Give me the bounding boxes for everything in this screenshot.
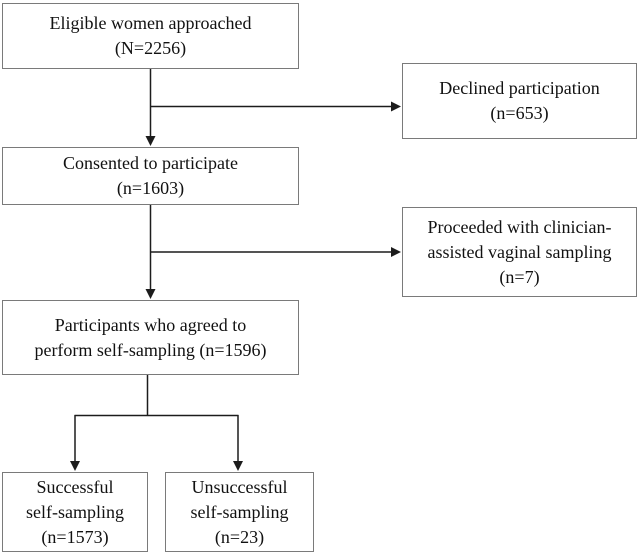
box-successful-self-sampling: Successful self-sampling (n=1573) xyxy=(2,472,148,552)
box-text-line: Successful xyxy=(36,476,114,497)
box-text-line: Declined participation xyxy=(439,78,600,98)
arrowhead-into-consented xyxy=(145,136,156,146)
arrowhead-into-unsuccessful xyxy=(233,461,243,471)
box-eligible-women-approached: Eligible women approached (N=2256) xyxy=(2,3,299,69)
box-text-line: Proceeded with clinician- xyxy=(427,216,612,237)
box-text-line: Consented to participate xyxy=(63,153,238,173)
arrowhead-into-declined xyxy=(391,101,401,112)
box-declined-participation: Declined participation (n=653) xyxy=(402,63,637,139)
box-text-line: (n=1573) xyxy=(41,526,109,547)
box-text-line: (n=23) xyxy=(214,526,265,547)
box-text-line: Unsuccessful xyxy=(191,476,288,497)
box-text-line: self-sampling xyxy=(190,501,289,522)
box-text-line: self-sampling xyxy=(26,501,124,522)
box-unsuccessful-self-sampling: Unsuccessful self-sampling (n=23) xyxy=(165,472,314,552)
box-text-line: (n=7) xyxy=(499,266,540,287)
box-text-line: perform self-sampling (n=1596) xyxy=(34,339,267,360)
arrowhead-into-clinician xyxy=(391,247,401,257)
box-consented-to-participate: Consented to participate (n=1603) xyxy=(2,147,299,205)
arrowhead-into-successful xyxy=(70,461,80,471)
box-text-line: Eligible women approached xyxy=(49,13,252,33)
arrowhead-into-agreed xyxy=(145,289,156,299)
box-text-line: (n=1603) xyxy=(116,178,185,198)
box-text-line: assisted vaginal sampling xyxy=(427,241,612,262)
box-text-line: Participants who agreed to xyxy=(54,314,247,335)
box-text-line: (n=653) xyxy=(490,103,549,123)
box-agreed-self-sampling: Participants who agreed to perform self-… xyxy=(2,300,299,375)
box-text-line: (N=2256) xyxy=(114,38,187,58)
box-clinician-assisted-sampling: Proceeded with clinician- assisted vagin… xyxy=(402,207,637,297)
